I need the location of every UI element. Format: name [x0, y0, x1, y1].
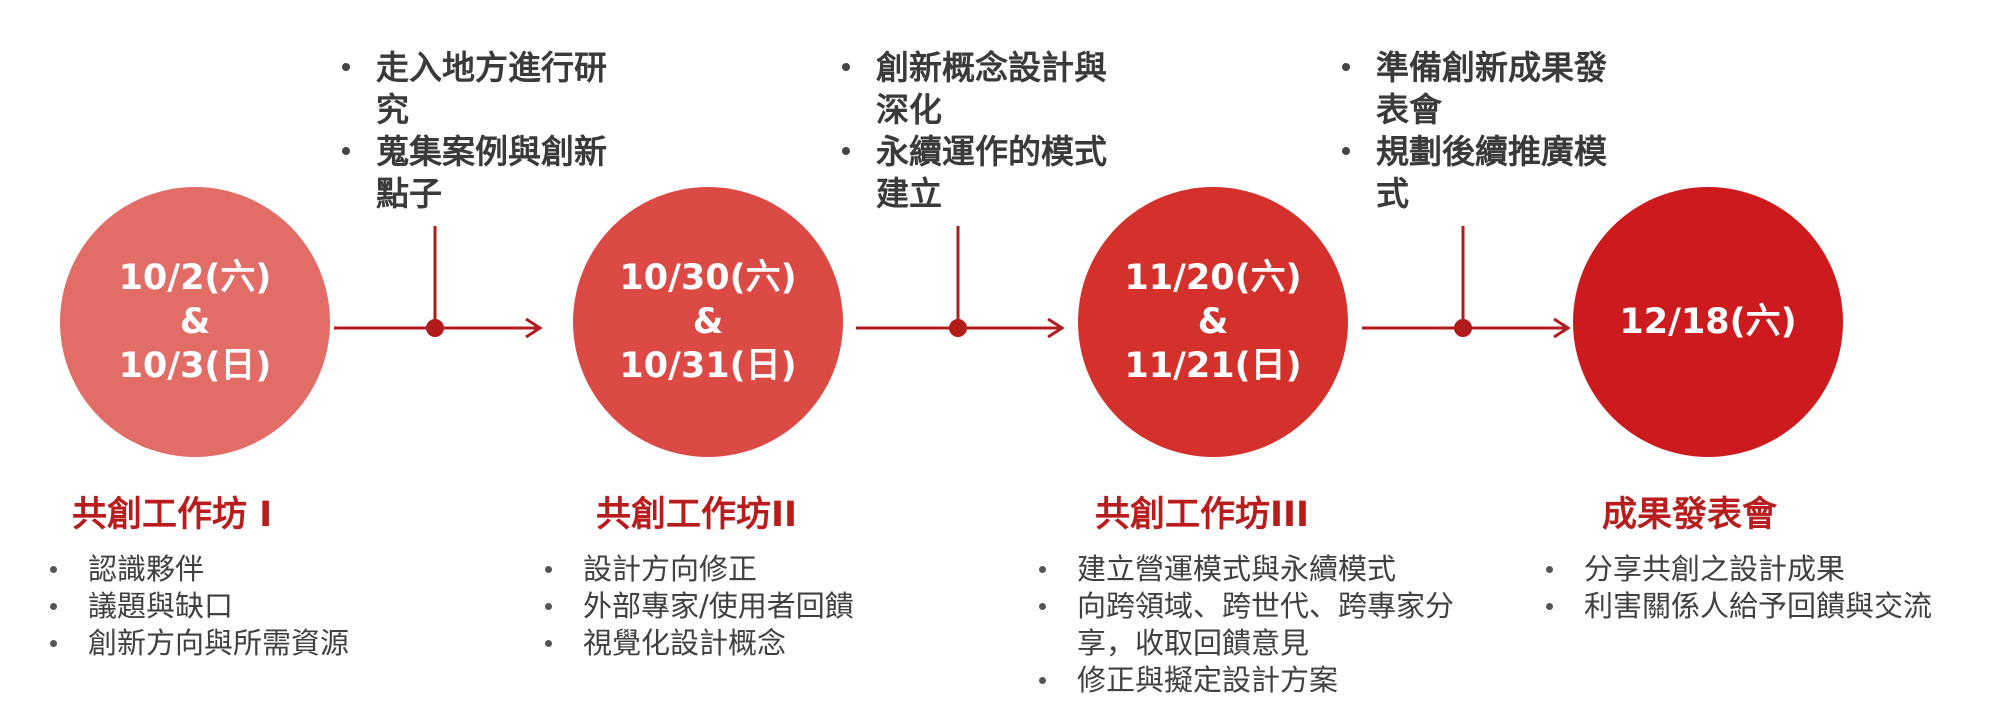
date-circle-1: 10/2(六) & 10/3(日) [60, 187, 330, 457]
stage-2-title: 共創工作坊II [596, 495, 798, 535]
transition-3-bullet-1: 準備創新成果發表會 [1338, 47, 1608, 131]
transition-1-bullet-1: 走入地方進行研究 [338, 47, 608, 131]
stage-1-bullet-1: 認識夥伴 [48, 551, 428, 588]
transition-1-bullets: 走入地方進行研究 蒐集案例與創新點子 [338, 47, 608, 215]
date-circle-3: 11/20(六) & 11/21(日) [1078, 187, 1348, 457]
date-circle-2: 10/30(六) & 10/31(日) [573, 187, 843, 457]
transition-3-bullets: 準備創新成果發表會 規劃後續推廣模式 [1338, 47, 1608, 215]
date-circle-2-line-2: & [692, 302, 724, 342]
transition-2-bullet-1: 創新概念設計與深化 [838, 47, 1108, 131]
date-circle-1-line-3: 10/3(日) [118, 346, 272, 386]
stage-2-bullets: 設計方向修正 外部專家/使用者回饋 視覺化設計概念 [543, 551, 943, 662]
date-circle-2-line-1: 10/30(六) [619, 258, 797, 298]
stage-2-bullet-2: 外部專家/使用者回饋 [543, 588, 943, 625]
connector-arrow-1 [334, 226, 543, 339]
date-circle-1-line-2: & [179, 302, 211, 342]
date-circle-3-line-3: 11/21(日) [1124, 346, 1302, 386]
transition-2-bullet-2: 永續運作的模式建立 [838, 131, 1108, 215]
date-circle-4: 12/18(六) [1573, 187, 1843, 457]
connector-arrow-3 [1362, 226, 1571, 339]
stage-4-bullets: 分享共創之設計成果 利害關係人給予回饋與交流 [1544, 551, 1984, 625]
stage-3-bullet-2: 向跨領域、跨世代、跨專家分享，收取回饋意見 [1037, 588, 1475, 662]
date-circle-1-line-1: 10/2(六) [118, 258, 272, 298]
stage-2-bullet-3: 視覺化設計概念 [543, 625, 943, 662]
stage-4-bullet-2: 利害關係人給予回饋與交流 [1544, 588, 1984, 625]
date-circle-4-line-1: 12/18(六) [1619, 302, 1797, 342]
stage-1-bullet-3: 創新方向與所需資源 [48, 625, 428, 662]
transition-3-bullet-2: 規劃後續推廣模式 [1338, 131, 1608, 215]
connector-arrow-2 [856, 226, 1065, 339]
stage-2-bullet-1: 設計方向修正 [543, 551, 943, 588]
stage-1-bullet-2: 議題與缺口 [48, 588, 428, 625]
stage-3-title: 共創工作坊III [1095, 495, 1310, 535]
stage-3-bullet-3: 修正與擬定設計方案 [1037, 662, 1475, 699]
stage-4-bullet-1: 分享共創之設計成果 [1544, 551, 1984, 588]
date-circle-3-line-2: & [1197, 302, 1229, 342]
stage-1-bullets: 認識夥伴 議題與缺口 創新方向與所需資源 [48, 551, 428, 662]
stage-3-bullets: 建立營運模式與永續模式 向跨領域、跨世代、跨專家分享，收取回饋意見 修正與擬定設… [1037, 551, 1475, 699]
date-circle-3-line-1: 11/20(六) [1124, 258, 1302, 298]
stage-4-title: 成果發表會 [1602, 495, 1778, 535]
stage-1-title: 共創工作坊 I [72, 495, 273, 535]
stage-3-bullet-1: 建立營運模式與永續模式 [1037, 551, 1475, 588]
transition-1-bullet-2: 蒐集案例與創新點子 [338, 131, 608, 215]
transition-2-bullets: 創新概念設計與深化 永續運作的模式建立 [838, 47, 1108, 215]
date-circle-2-line-3: 10/31(日) [619, 346, 797, 386]
